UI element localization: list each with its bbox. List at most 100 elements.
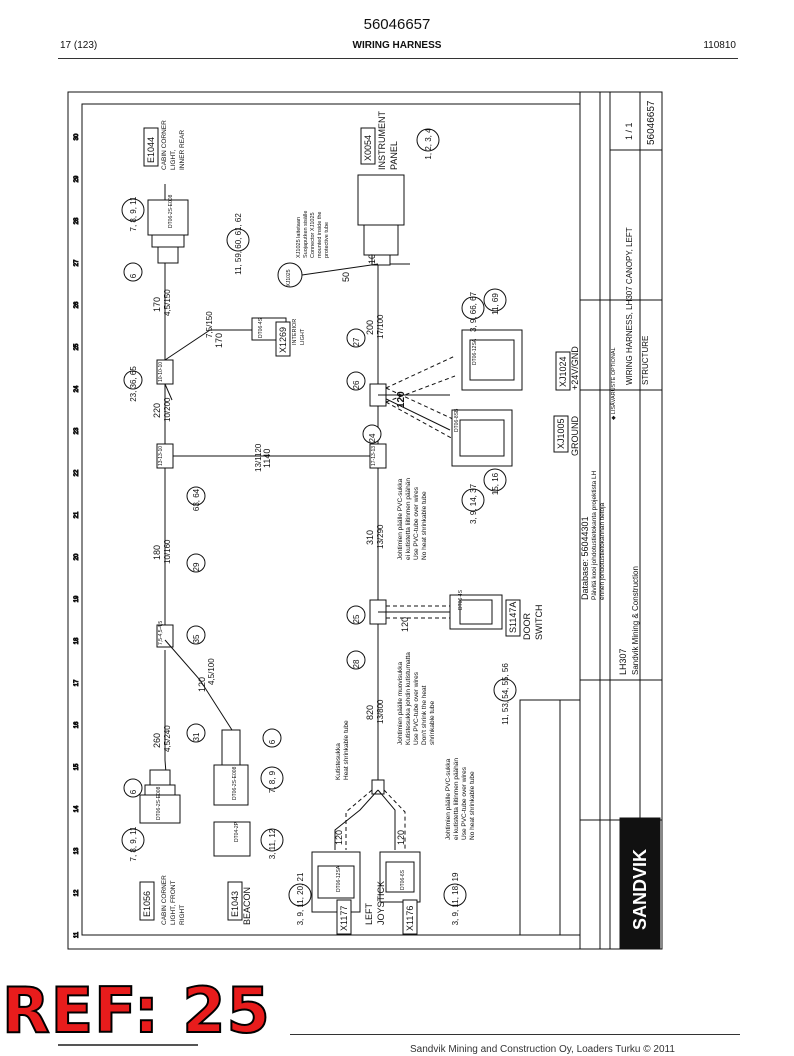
- segment-1140-length: 1140: [262, 449, 272, 468]
- e1056-connector-code: DT06-2S-E008: [156, 786, 162, 820]
- segment-50-length: 50: [341, 272, 351, 282]
- xj1005-pins: 3, 9, 14, 37: [469, 483, 478, 524]
- grid-number-19: 19: [74, 595, 80, 602]
- grid-number-22: 22: [74, 469, 80, 476]
- e1043-pins: 3, 11, 12: [268, 828, 277, 859]
- x1269-desc-line: LIGHT: [300, 328, 306, 345]
- callout-4-circle: [186, 625, 206, 645]
- x1269-connector-code: DT06-4S: [258, 317, 264, 338]
- connector-e1056-body: [139, 769, 181, 824]
- connector-e1044-body: [147, 199, 189, 264]
- sandvik-logo-bg: [619, 817, 661, 949]
- callout-0: 6: [129, 789, 138, 794]
- connector-beacon-body: [213, 729, 251, 857]
- company-name: Sandvik Mining & Construction: [631, 566, 640, 675]
- e1056-desc-line: RIGHT: [179, 905, 186, 925]
- s1147a-pins-circle: [493, 678, 517, 702]
- callout-2: 6: [129, 273, 138, 278]
- x1177-id: X1177: [339, 906, 349, 931]
- splice-7545: 7,5-4,5-4,5: [156, 621, 174, 648]
- grid-number-21: 21: [74, 511, 80, 518]
- e1056-id-box: [139, 881, 155, 921]
- x0054-desc-line: PANEL: [389, 141, 399, 170]
- segment-170b-spec: 7,5/150: [205, 311, 214, 338]
- e1056-pins-circle: [121, 828, 145, 852]
- xj1024-id: XJ1024: [558, 356, 568, 387]
- callout-12-circle: [346, 328, 366, 348]
- xj1024-connector-code: DT06-12SA: [472, 338, 478, 365]
- x1176-pins-circle: [443, 883, 467, 907]
- pvc-sleeves: [345, 355, 456, 850]
- callout-9: 23, 36, 65: [129, 366, 138, 402]
- segment-310-length: 310: [365, 530, 375, 545]
- segment-120d-spec: 4,5/100: [207, 658, 216, 685]
- segment-220-length: 220: [152, 403, 162, 418]
- x1176-connector-code: DT06-6S: [400, 869, 406, 890]
- segment-260-length: 260: [152, 733, 162, 748]
- e1043-id-box: [227, 881, 243, 921]
- x1177-pins: 3, 9, 11, 20, 21: [296, 872, 305, 925]
- callout-6: 25: [352, 614, 361, 623]
- e1043b-pins: 7, 8, 9: [268, 770, 277, 793]
- xj1025-note-line: mounted inside the: [317, 212, 323, 258]
- segment-820-length: 820: [365, 705, 375, 720]
- grid-number-30: 30: [74, 133, 80, 140]
- e1043-desc: BEACON: [242, 887, 252, 925]
- e1043-connector-code: DT04-2P: [234, 821, 240, 842]
- segment-820-spec: 13/800: [376, 699, 385, 724]
- segment-10-length: 10: [367, 254, 377, 264]
- note-pvc-tube-a-line: Johtimien päälle muovisukka: [397, 662, 404, 745]
- s1147a-desc-line: DOOR: [522, 612, 532, 640]
- e1044-desc-line: CABIN CORNER: [161, 120, 168, 170]
- e1056-desc-line: CABIN CORNER: [161, 875, 168, 925]
- xj1005-connector-code: DT06-8SB: [454, 408, 460, 432]
- callout-6-circle: [346, 605, 366, 625]
- x0054-id: X0054: [363, 135, 373, 161]
- sheet-number: 1 / 1: [624, 122, 634, 140]
- connector-x1177-body: [311, 851, 361, 913]
- xj1025-note-line: protective tube: [324, 222, 330, 258]
- segment-310-spec: 13/290: [376, 524, 385, 549]
- x1269-id: X1269: [278, 327, 288, 353]
- e1056-desc-line: LIGHT, FRONT: [170, 881, 177, 925]
- footer-rule: [290, 1034, 740, 1035]
- callout-5: 28: [352, 659, 361, 668]
- grid-number-24: 24: [74, 385, 80, 392]
- callout-3: 31: [192, 732, 201, 741]
- callout-8: 63, 64: [192, 488, 201, 511]
- header-rule: [58, 58, 738, 59]
- footer-left-rule: [58, 1044, 198, 1056]
- splice-131310: 13-13-10: [156, 443, 174, 469]
- grid-number-26: 26: [74, 301, 80, 308]
- xj1025-note-line: Connector XJ1025: [310, 212, 316, 258]
- note-pvc-tube-c-line: ei kutistetta liitinmen päähän: [405, 478, 412, 560]
- note-pvc-tube-b-line: ei kutistetta liitinmen päähän: [453, 758, 460, 840]
- callout-8-circle: [186, 486, 206, 506]
- x1176-id-box: [402, 899, 418, 935]
- page-title: WIRING HARNESS: [352, 40, 442, 51]
- grid-number-20: 20: [74, 553, 80, 560]
- s1147a-desc-line: SWITCH: [534, 605, 544, 641]
- callout-12: 27: [352, 337, 361, 346]
- note-pvc-tube-a-line: Use PVC-tube over wires: [413, 671, 420, 745]
- xj1005-pins-circle: [461, 488, 485, 512]
- xj1024-pins2: 11, 69: [491, 293, 500, 315]
- svg-text:17-13-13: 17-13-13: [371, 446, 377, 466]
- grid-number-17: 17: [74, 679, 80, 686]
- xj1024-pins-circle: [461, 296, 485, 320]
- note-pvc-tube-a-line: Don't shrink the heat: [421, 685, 428, 745]
- note-pvc-tube-c-line: Use PVC-tube over wires: [413, 486, 420, 560]
- note-heat-shrink-line: Kutistesukka: [335, 743, 342, 780]
- segment-180-length: 180: [152, 545, 162, 560]
- xj1025-note-line: Suojaputken sisälle: [303, 211, 309, 258]
- e1056-pins: 7, 8, 9, 11: [129, 826, 138, 862]
- grid-number-15: 15: [74, 763, 80, 770]
- x1269-id-box: [275, 321, 291, 357]
- xj1025-note-line: XJ1025 laitetaan: [296, 217, 302, 258]
- callout-3-circle: [186, 723, 206, 743]
- callout-7-circle: [186, 553, 206, 573]
- x1269-pins-circle: [226, 228, 250, 252]
